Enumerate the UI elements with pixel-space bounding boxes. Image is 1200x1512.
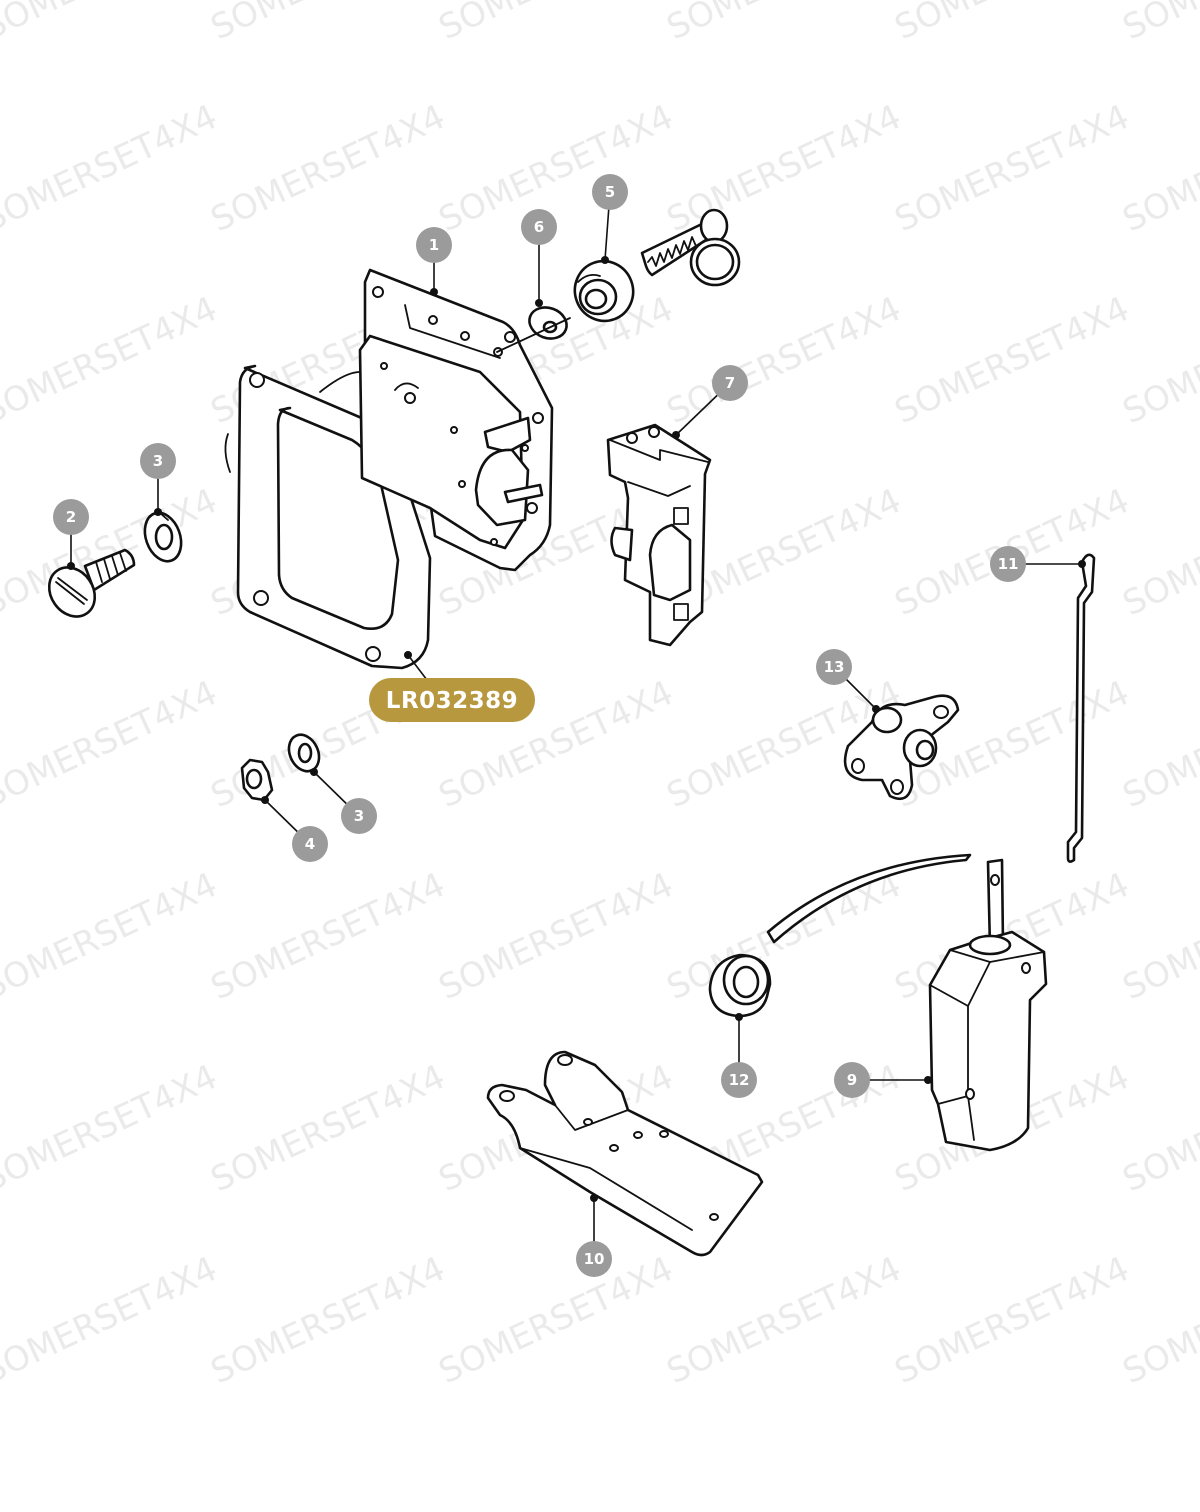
callout-9-label: 9	[847, 1071, 857, 1089]
callout-11[interactable]: 11	[990, 546, 1026, 582]
watermark-text: SOMERSET4X4	[1117, 481, 1200, 624]
watermark-text: SOMERSET4X4	[661, 97, 907, 240]
callout-12-label: 12	[729, 1071, 750, 1089]
watermark-text: SOMERSET4X4	[661, 0, 907, 48]
callout-10-label: 10	[584, 1250, 605, 1268]
lock-body-part[interactable]	[358, 268, 554, 572]
watermark-text: SOMERSET4X4	[661, 865, 907, 1008]
callout-3-upper-label: 3	[153, 452, 163, 470]
part-number-label: LR032389	[386, 688, 518, 714]
watermark-text: SOMERSET4X4	[1117, 97, 1200, 240]
watermark-text: SOMERSET4X4	[433, 865, 679, 1008]
callout-10[interactable]: 10	[576, 1241, 612, 1277]
watermark-text: SOMERSET4X4	[1117, 289, 1200, 432]
callout-9[interactable]: 9	[834, 1062, 870, 1098]
watermark-text: SOMERSET4X4	[661, 1249, 907, 1392]
callout-2-label: 2	[66, 508, 76, 526]
watermark-text: SOMERSET4X4	[889, 1249, 1135, 1392]
washer-part[interactable]	[496, 302, 571, 353]
spring-washer-part[interactable]	[138, 508, 187, 567]
callout-5-label: 5	[605, 183, 615, 201]
watermark-text: SOMERSET4X4	[0, 1057, 223, 1200]
watermark-text: SOMERSET4X4	[0, 1249, 223, 1392]
watermark-text: SOMERSET4X4	[1117, 1057, 1200, 1200]
watermark-text: SOMERSET4X4	[1117, 865, 1200, 1008]
actuator-motor-part[interactable]	[928, 858, 1048, 1152]
callout-13[interactable]: 13	[816, 649, 852, 685]
key-part[interactable]	[640, 208, 741, 287]
watermark-text: SOMERSET4X4	[0, 289, 223, 432]
callout-11-label: 11	[998, 555, 1019, 573]
callout-layer: 1 2 3 3 4 5 6 7 9 10 11 12 13	[53, 174, 1026, 1277]
callout-3-upper[interactable]: 3	[140, 443, 176, 479]
callout-2[interactable]: 2	[53, 499, 89, 535]
wire-part	[766, 853, 972, 944]
callout-4[interactable]: 4	[292, 826, 328, 862]
watermark-text: SOMERSET4X4	[889, 97, 1135, 240]
watermark-text: SOMERSET4X4	[205, 1249, 451, 1392]
callout-3-lower[interactable]: 3	[341, 798, 377, 834]
actuator-rod-part[interactable]	[1066, 553, 1096, 863]
watermark-text: SOMERSET4X4	[889, 289, 1135, 432]
callout-13-label: 13	[824, 658, 845, 676]
lever-block-part[interactable]	[606, 423, 712, 647]
callout-6[interactable]: 6	[521, 209, 557, 245]
watermark-text: SOMERSET4X4	[1117, 0, 1200, 48]
watermark-text: SOMERSET4X4	[205, 1057, 451, 1200]
spring-washer-part-2[interactable]	[283, 730, 324, 776]
watermark-text: SOMERSET4X4	[889, 0, 1135, 48]
lock-barrel-part[interactable]	[566, 253, 641, 329]
callout-1[interactable]: 1	[416, 227, 452, 263]
grommet-part[interactable]	[708, 953, 772, 1018]
watermark-text: SOMERSET4X4	[1117, 1249, 1200, 1392]
callout-7-label: 7	[725, 374, 735, 392]
watermark-text: SOMERSET4X4	[433, 0, 679, 48]
screw-part[interactable]	[40, 548, 136, 625]
watermark-text: SOMERSET4X4	[433, 1249, 679, 1392]
watermark-text: SOMERSET4X4	[0, 673, 223, 816]
nut-part[interactable]	[240, 758, 274, 802]
callout-7[interactable]: 7	[712, 365, 748, 401]
callout-12[interactable]: 12	[721, 1062, 757, 1098]
watermark-text: SOMERSET4X4	[0, 481, 223, 624]
callout-3-lower-label: 3	[354, 807, 364, 825]
watermark-text: SOMERSET4X4	[0, 0, 223, 48]
watermark-text: SOMERSET4X4	[0, 97, 223, 240]
watermark-text: SOMERSET4X4	[661, 289, 907, 432]
callout-5[interactable]: 5	[592, 174, 628, 210]
callout-4-label: 4	[305, 835, 315, 853]
watermark-text: SOMERSET4X4	[1117, 673, 1200, 816]
watermark-text: SOMERSET4X4	[205, 865, 451, 1008]
watermark-text: SOMERSET4X4	[433, 97, 679, 240]
part-number-badge[interactable]: LR032389	[369, 678, 535, 722]
watermark-text: SOMERSET4X4	[0, 865, 223, 1008]
callout-6-label: 6	[534, 218, 544, 236]
bracket-plate-part[interactable]	[486, 1050, 764, 1257]
callout-1-label: 1	[429, 236, 439, 254]
watermark-text: SOMERSET4X4	[205, 97, 451, 240]
watermark-text: SOMERSET4X4	[205, 0, 451, 48]
mounting-bracket-part[interactable]	[843, 694, 960, 800]
